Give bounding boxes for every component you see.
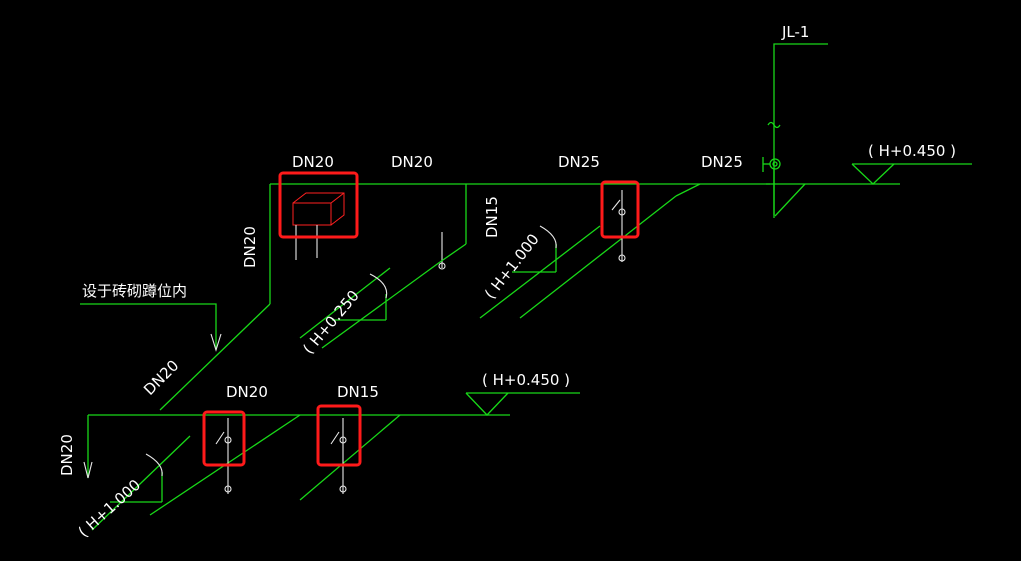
elevation-riser-level: ( H+0.450 ) xyxy=(868,142,956,160)
brick-note: 设于砖砌蹲位内 xyxy=(82,282,187,300)
diagonal-main-pipe xyxy=(159,303,271,411)
elevation-symbol-mid xyxy=(465,392,580,416)
squat-toilet-fixture xyxy=(292,192,391,339)
riser-jl1 xyxy=(762,43,900,218)
highlight-box-squat-toilet xyxy=(278,171,359,239)
label-bottom-dn15: DN15 xyxy=(337,383,379,401)
highlight-box-upper-tap xyxy=(600,180,640,239)
label-bottom-dn20: DN20 xyxy=(226,383,268,401)
riser-label: JL-1 xyxy=(781,23,809,41)
label-top-dn25-b: DN25 xyxy=(701,153,743,171)
label-top-dn15: DN15 xyxy=(483,196,501,238)
top-main-pipe xyxy=(269,183,770,319)
bottom-main-pipe xyxy=(83,414,510,531)
upper-tap-fixture xyxy=(611,190,626,262)
elevation-squat-tap: ( H+0.250 xyxy=(299,287,363,358)
bottom-tap-fixture-2 xyxy=(330,418,347,494)
label-top-dn20-a: DN20 xyxy=(292,153,334,171)
label-top-dn25-a: DN25 xyxy=(558,153,600,171)
label-top-dn20-b: DN20 xyxy=(391,153,433,171)
highlight-box-bottom-tap-1 xyxy=(202,410,246,467)
elevation-symbol-riser xyxy=(851,163,972,185)
elevation-lower-tap xyxy=(110,453,163,503)
brick-note-leader xyxy=(80,303,222,352)
label-bottom-vertical-dn20: DN20 xyxy=(58,434,76,476)
elevation-mid-level: ( H+0.450 ) xyxy=(482,371,570,389)
bottom-tap-fixture-1 xyxy=(215,418,232,494)
elevation-lower-tap-text: ( H+1.000 xyxy=(75,476,145,541)
label-diag-dn20: DN20 xyxy=(140,357,182,399)
elevation-upper-tap xyxy=(479,225,601,319)
highlight-box-bottom-tap-2 xyxy=(316,404,362,467)
elevation-upper-tap-text: ( H+1.000 xyxy=(481,230,543,302)
elevation-squat xyxy=(321,232,467,349)
label-vertical-dn20: DN20 xyxy=(241,226,259,268)
